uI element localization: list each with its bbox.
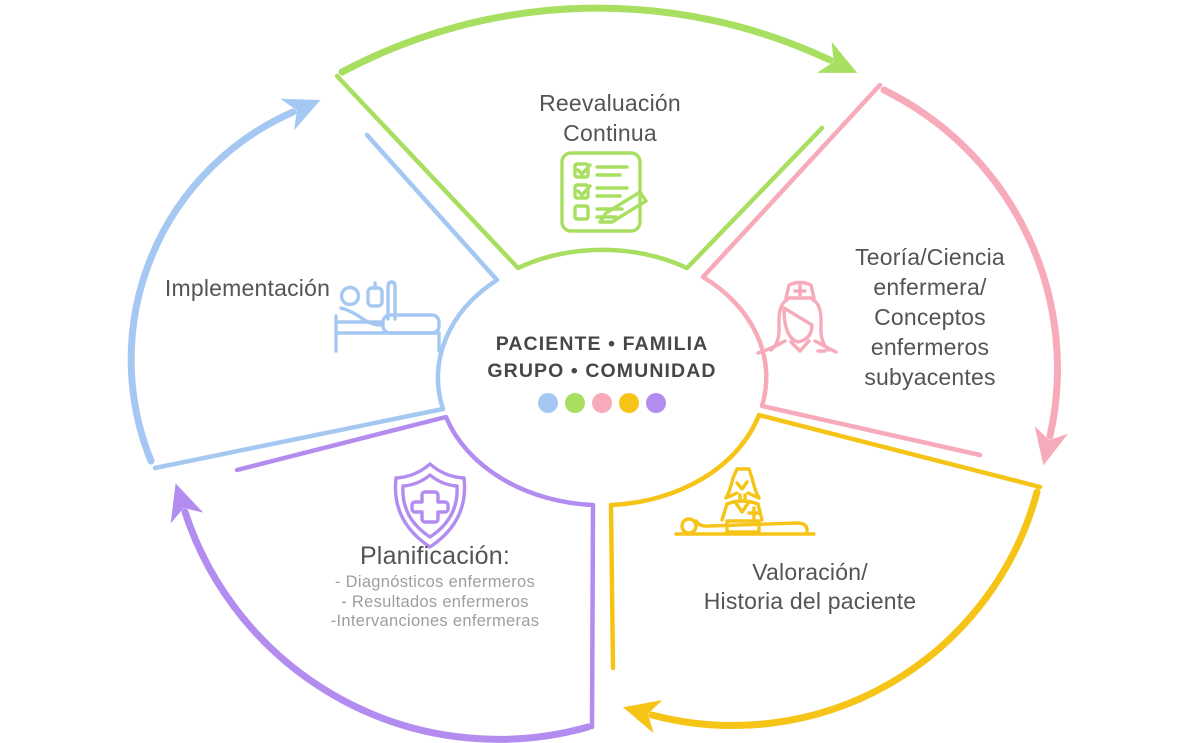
- shield-cross-icon: [393, 462, 467, 549]
- cycle-arrow-purple: [170, 483, 592, 743]
- segment-outline-implementacion: [152, 132, 500, 471]
- segment-outline-valoracion: [608, 412, 1043, 671]
- checklist-icon: [560, 151, 648, 233]
- cycle-arrow-yellow: [622, 488, 1041, 734]
- center-dot-yellow: [619, 393, 639, 413]
- planificacion-item: -Intervanciones enfermeras: [330, 612, 540, 630]
- planificacion-title: Planificación:: [359, 542, 511, 570]
- center-dot-green: [565, 393, 585, 413]
- cycle-arrow-green: [338, 4, 858, 76]
- cycle-arrow-blue: [127, 98, 321, 465]
- center-title-line2: GRUPO • COMUNIDAD: [487, 360, 717, 382]
- planificacion-item: - Resultados enfermeros: [341, 592, 529, 611]
- label-line: Historia del paciente: [703, 588, 917, 614]
- label-line: Implementación: [164, 275, 331, 301]
- segment-outline-reevaluacion: [334, 73, 825, 271]
- center-dot-blue: [538, 393, 558, 413]
- center-hub-title: PACIENTE • FAMILIA GRUPO • COMUNIDAD: [448, 331, 756, 385]
- center-dot-pink: [592, 393, 612, 413]
- label-line: Teoría/Ciencia: [855, 244, 1005, 270]
- label-line: Reevaluación: [539, 90, 681, 116]
- label-line: subyacentes: [864, 364, 996, 390]
- segment-label-planificacion: Planificación: - Diagnósticos enfermeros…: [283, 541, 587, 632]
- label-line: enfermera/: [873, 274, 987, 300]
- label-line: Conceptos: [874, 304, 986, 330]
- segment-label-reevaluacion: Reevaluación Continua: [455, 88, 765, 148]
- center-title-line1: PACIENTE • FAMILIA: [495, 333, 709, 355]
- center-dot-purple: [646, 393, 666, 413]
- cycle-arrow-pink: [880, 86, 1069, 466]
- segment-label-implementacion: Implementación: [140, 273, 355, 303]
- center-dots: [538, 393, 666, 413]
- segment-outline-teoria: [700, 82, 983, 458]
- label-line: Valoración/: [752, 559, 868, 585]
- segment-label-teoria: Teoría/Ciencia enfermera/ Conceptos enfe…: [785, 242, 1075, 392]
- patient-exam-icon: [674, 467, 816, 536]
- label-line: enfermeros: [870, 334, 990, 360]
- segment-label-valoracion: Valoración/ Historia del paciente: [635, 558, 985, 616]
- patient-bed-icon: [334, 280, 441, 353]
- nurse-icon: [756, 280, 838, 355]
- planificacion-item: - Diagnósticos enfermeros: [334, 573, 536, 591]
- segment-outline-planificacion: [234, 414, 596, 730]
- label-line: Continua: [563, 120, 657, 146]
